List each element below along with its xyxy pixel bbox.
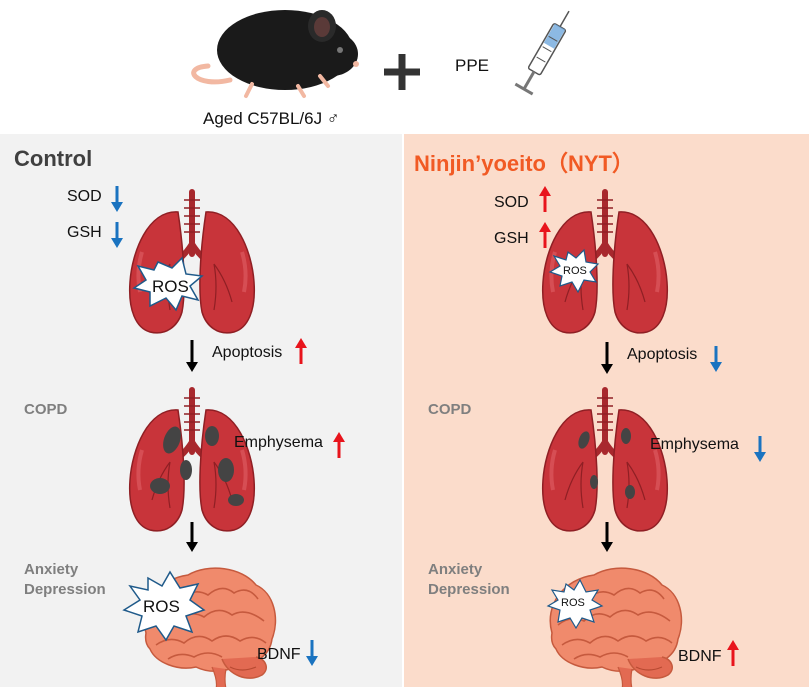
nyt-emphysema-lung-icon	[543, 390, 668, 531]
nyt-gsh-label: GSH	[494, 230, 529, 247]
nyt-copd-label: COPD	[428, 401, 472, 418]
nyt-depression-label: Depression	[428, 581, 510, 598]
control-bdnf-down-arrow-icon	[306, 640, 318, 666]
nyt-gsh-up-arrow-icon	[539, 222, 551, 248]
nyt-ros-lung-label: ROS	[563, 265, 587, 277]
mouse-icon	[191, 10, 359, 98]
control-emphysema-label: Emphysema	[234, 434, 323, 451]
control-anxiety-label: Anxiety	[24, 561, 79, 578]
control-ros-lung-label: ROS	[152, 277, 189, 296]
control-lung-icon	[130, 192, 255, 333]
control-emphysema-lung-icon	[130, 390, 255, 531]
ppe-label: PPE	[455, 56, 490, 75]
nyt-brain-ros-burst-icon	[546, 578, 604, 630]
control-sod-label: SOD	[67, 188, 102, 205]
nyt-flow-arrow-2	[601, 522, 613, 552]
control-title: Control	[14, 146, 93, 171]
control-brain-ros-burst-icon	[122, 570, 206, 642]
control-gsh-down-arrow-icon	[111, 222, 123, 248]
nyt-ros-brain-label: ROS	[561, 597, 585, 609]
nyt-ros-burst-icon	[548, 248, 600, 294]
nyt-apoptosis-down-arrow-icon	[710, 346, 722, 372]
control-apoptosis-up-arrow-icon	[295, 338, 307, 364]
nyt-bdnf-up-arrow-icon	[727, 640, 739, 666]
nyt-emphysema-label: Emphysema	[650, 436, 739, 453]
nyt-title: Ninjin’yoeito（NYT）	[414, 151, 635, 176]
nyt-sod-label: SOD	[494, 194, 529, 211]
nyt-bdnf-label: BDNF	[678, 648, 722, 665]
control-flow-arrow-1	[186, 340, 198, 372]
control-depression-label: Depression	[24, 581, 106, 598]
plus-icon	[384, 54, 420, 90]
control-gsh-label: GSH	[67, 224, 102, 241]
nyt-flow-arrow-1	[601, 342, 613, 374]
control-copd-label: COPD	[24, 401, 68, 418]
nyt-apoptosis-label: Apoptosis	[627, 346, 698, 363]
nyt-anxiety-label: Anxiety	[428, 561, 483, 578]
control-bdnf-label: BDNF	[257, 646, 301, 663]
control-ros-brain-label: ROS	[143, 597, 180, 616]
mouse-label: Aged C57BL/6J ♂	[203, 109, 340, 128]
control-apoptosis-label: Apoptosis	[212, 344, 283, 361]
control-sod-down-arrow-icon	[111, 186, 123, 212]
nyt-brain-icon	[549, 567, 683, 687]
control-emphysema-up-arrow-icon	[333, 432, 345, 458]
control-flow-arrow-2	[186, 522, 198, 552]
syringe-icon	[514, 10, 570, 96]
nyt-sod-up-arrow-icon	[539, 186, 551, 212]
nyt-emphysema-down-arrow-icon	[754, 436, 766, 462]
control-ros-burst-icon	[132, 256, 204, 312]
